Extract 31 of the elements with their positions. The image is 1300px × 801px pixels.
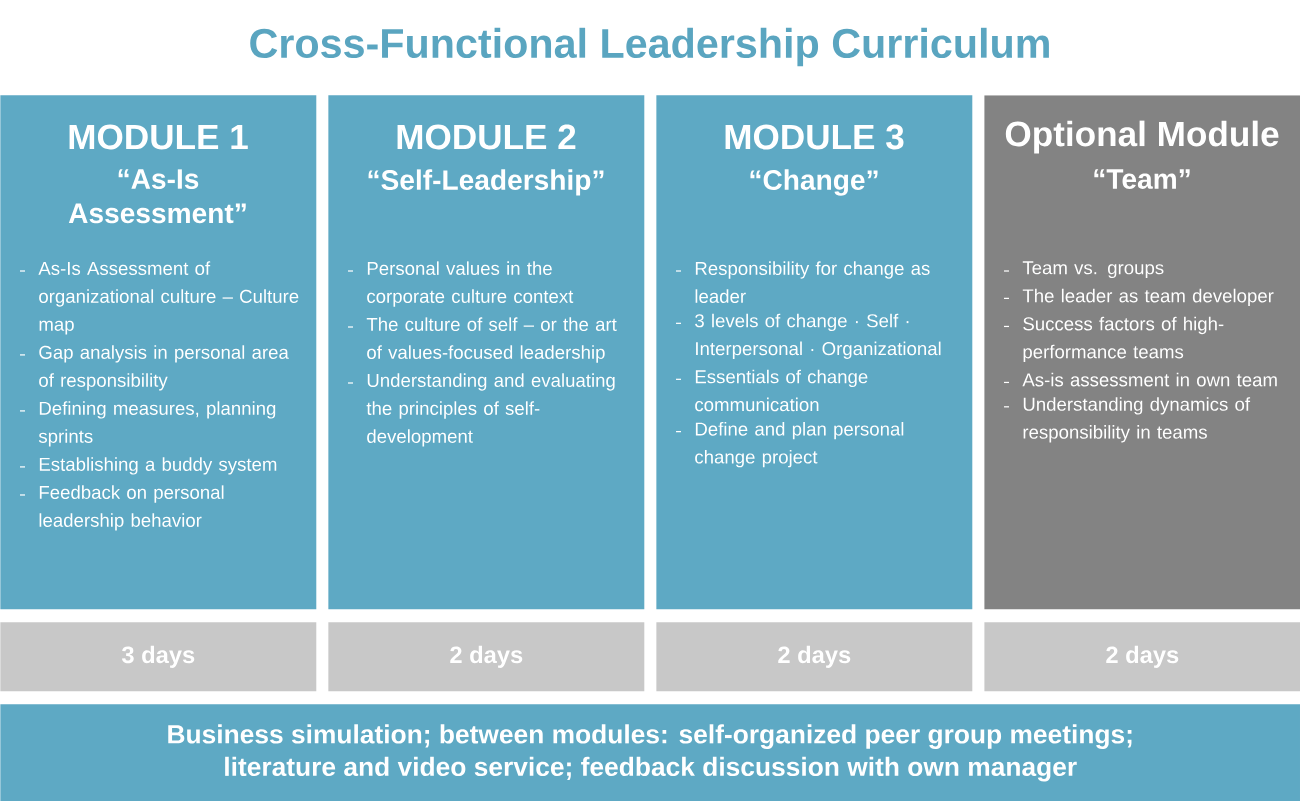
bullet-item: 3 levels of change · Self · Interpersonal · Organizational	[695, 313, 941, 359]
bullet-item: Essentials of change communication	[695, 369, 868, 412]
bullet-item: Defining measures, planning sprints	[38, 401, 276, 447]
bullet-item: Personal values in the corporate culture context	[367, 261, 574, 307]
bullet-item: Success factors of high-performance teams	[1023, 316, 1224, 363]
module-column	[0, 95, 317, 610]
module-heading: MODULE 1	[69, 124, 248, 150]
footer-banner: Business simulation; between modules: self-organized peer group meetings; literature and video service; feedback discussion with own manager	[0, 704, 1300, 801]
bullet-item: Gap analysis in personal area of responsibility	[39, 345, 289, 391]
module-heading: MODULE 2	[397, 124, 576, 150]
bullet-item: As-is assessment in own team	[1022, 372, 1277, 387]
title: Cross-Functional Leadership Curriculum	[250, 27, 1049, 67]
bullet-item: Define and plan personal change project	[695, 422, 904, 468]
module-heading: MODULE 3	[725, 124, 904, 150]
bullet-item: The leader as team developer	[1022, 288, 1274, 307]
bullet-item: Responsibility for change as leader	[695, 261, 930, 303]
module-subtitle: “Team”	[1094, 169, 1190, 189]
module-column	[328, 95, 645, 610]
bullet-item: The culture of self – or the art of values-focused leadership	[366, 317, 617, 363]
bullet-item: Establishing a buddy system	[39, 457, 277, 475]
module-subtitle: “Change”	[750, 169, 878, 196]
module-column	[984, 95, 1300, 610]
bullet-item: As-Is Assessment of organizational culture – Culture map	[38, 261, 299, 335]
module-column	[656, 95, 973, 610]
bullet-item: Feedback on personal leadership behavior	[39, 485, 224, 531]
module-subtitle: “Self-Leadership”	[368, 169, 604, 196]
bullet-item: Understanding and evaluating the principles of self-development	[366, 373, 615, 447]
bullet-item: Team vs. groups	[1022, 261, 1164, 279]
bullet-item: Understanding dynamics of responsibility in teams	[1023, 397, 1251, 443]
module-heading: Optional Module	[1005, 120, 1279, 154]
module-subtitle: “As-Is Assessment”	[68, 169, 246, 224]
